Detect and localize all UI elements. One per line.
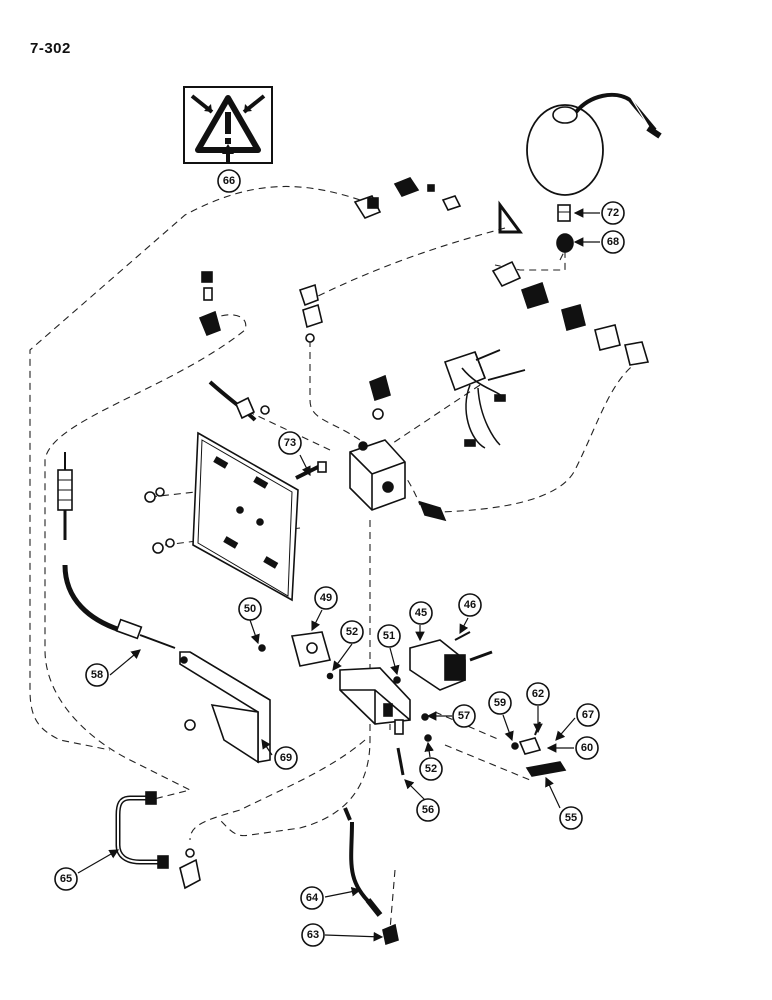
bolt-73 [295,461,327,480]
callout-label: 65 [60,873,72,885]
callout-label: 73 [284,437,296,449]
callout-72: 72 [601,201,625,225]
page-number: 7-302 [30,40,71,57]
callout-50: 50 [238,597,262,621]
fittings-72-68 [556,204,574,253]
steel-tube [115,791,201,890]
callout-label: 66 [223,175,235,187]
callout-51: 51 [377,624,401,648]
callout-55: 55 [559,806,583,830]
warning-triangle-icon [183,86,273,164]
pump-unit [409,631,493,691]
callout-label: 72 [607,207,619,219]
callout-label: 68 [607,236,619,248]
callout-59: 59 [488,691,512,715]
callout-52b: 52 [419,757,443,781]
callout-label: 56 [422,804,434,816]
callout-60: 60 [575,736,599,760]
callout-label: 52 [346,626,358,638]
callout-56: 56 [416,798,440,822]
mounting-block [339,667,411,735]
right-pipe-fittings [491,260,650,366]
solenoid-valve [443,349,526,449]
callout-label: 50 [244,603,256,615]
callout-label: 46 [464,599,476,611]
callout-67: 67 [576,703,600,727]
dashed-routing-lines [29,185,641,931]
valve-block [349,439,447,522]
left-tee-fittings [198,271,323,343]
callout-69: 69 [274,746,298,770]
callout-62: 62 [526,682,550,706]
callout-66: 66 [217,169,241,193]
leader-lines [77,208,600,942]
callout-label: 67 [582,709,594,721]
accumulator-canister [526,92,662,196]
callout-label: 52 [425,763,437,775]
callout-label: 55 [565,812,577,824]
bracket [179,651,271,764]
callout-label: 58 [91,669,103,681]
callout-label: 51 [383,630,395,642]
callout-68: 68 [601,230,625,254]
callout-label: 63 [307,929,319,941]
callout-label: 59 [494,697,506,709]
mounting-plate [144,431,299,602]
callout-label: 69 [280,752,292,764]
callout-64: 64 [300,886,324,910]
callout-63: 63 [301,923,325,947]
callout-label: 57 [458,710,470,722]
callout-52: 52 [340,620,364,644]
elbow-fittings [208,374,391,422]
callout-label: 60 [581,742,593,754]
callout-label: 45 [415,607,427,619]
callout-label: 49 [320,592,332,604]
callout-label: 62 [532,688,544,700]
callout-58: 58 [85,663,109,687]
cover-plate [290,631,332,667]
callout-49: 49 [314,586,338,610]
top-hose-fittings [353,177,523,234]
flex-hose [343,807,399,946]
callout-45: 45 [409,601,433,625]
callout-57: 57 [452,704,476,728]
callout-label: 64 [306,892,319,904]
callout-65: 65 [54,867,78,891]
callout-73: 73 [278,431,302,455]
callout-46: 46 [458,593,482,617]
control-cable [57,452,176,649]
